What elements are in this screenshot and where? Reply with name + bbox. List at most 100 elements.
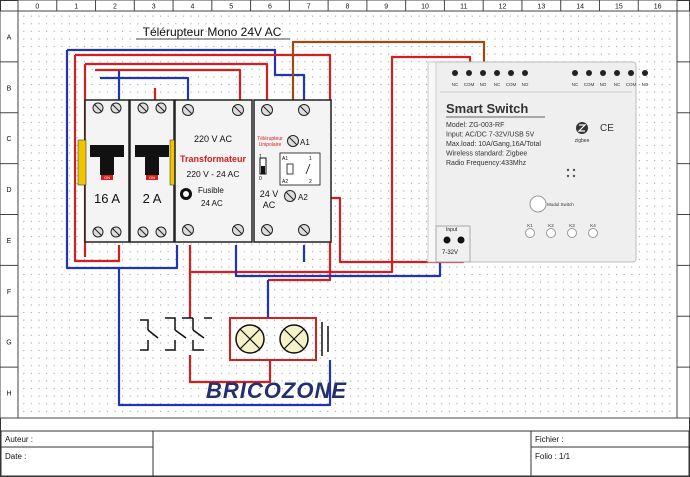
column-label: 2 — [113, 4, 117, 11]
breaker1-rating: 16 A — [94, 191, 120, 206]
wire-red-transfo — [95, 68, 242, 103]
row-label: B — [7, 85, 12, 92]
footer-date: Date : — [5, 452, 26, 461]
input-voltage: 7-32V — [442, 250, 458, 256]
spec-line: Max.load: 10A/Gang,16A/Total — [446, 141, 541, 148]
breaker-16a: ON 16 A — [77, 99, 130, 243]
push-buttons — [140, 317, 212, 351]
breaker-2a: ON 2 A — [129, 99, 179, 243]
transfo-input: 220 V AC — [194, 134, 233, 144]
column-label: 7 — [307, 4, 311, 11]
breaker1-on: ON — [104, 175, 110, 180]
spec-line: Radio Frequency:433Mhz — [446, 160, 527, 167]
relay-contact-1: 1 — [309, 156, 312, 162]
relay-pin-0: 0 — [259, 176, 262, 182]
title-block: Auteur : Date : Fichier : Folio : 1/1 — [0, 430, 690, 477]
column-label: 10 — [421, 4, 429, 11]
terminal-label: COM — [464, 82, 475, 87]
key-label: K4 — [590, 223, 596, 228]
wire-blue-bottom — [117, 268, 332, 407]
column-label: 11 — [460, 4, 467, 11]
row-label: E — [7, 238, 12, 245]
terminal-label: NO — [642, 82, 649, 87]
bricozone-logo: BRICOZONE — [206, 378, 347, 403]
modul-switch-button[interactable] — [529, 195, 547, 213]
relay-type: AC — [263, 200, 276, 210]
row-label: A — [7, 34, 12, 41]
wire-red-lamp — [188, 355, 272, 384]
key-label: K3 — [569, 223, 575, 228]
terminal-label: NO — [600, 82, 607, 87]
relay-a2: A2 — [298, 193, 308, 202]
ce-mark: CE — [600, 123, 614, 134]
wire-red-relay — [85, 62, 269, 103]
diagram-title: Télérupteur Mono 24V AC — [143, 25, 282, 39]
column-label: 4 — [190, 4, 194, 11]
column-label: 12 — [499, 4, 507, 11]
relay-module: Télérupteur Unipolaire A1 1 0 A1 A2 1 2 … — [253, 99, 332, 243]
zigbee-label: zigbee — [575, 138, 590, 144]
wire-blue-outer — [65, 50, 179, 270]
breaker2-on: ON — [149, 175, 155, 180]
wire-blue-transfo — [100, 76, 190, 103]
column-label: 5 — [229, 4, 233, 11]
relay-label-sub: Unipolaire — [259, 142, 282, 148]
terminal-label: NC — [452, 82, 459, 87]
wires — [65, 40, 486, 407]
relay-pin-1: 1 — [259, 154, 262, 160]
wire-red-left — [73, 55, 121, 263]
terminal-label: NC — [494, 82, 501, 87]
smart-switch-title: Smart Switch — [446, 101, 528, 116]
key-button[interactable] — [546, 228, 556, 238]
terminal-label: NO — [480, 82, 487, 87]
input-label: Input — [446, 227, 458, 233]
transfo-fuse: Fusible — [198, 186, 224, 195]
breaker2-rating: 2 A — [143, 191, 162, 206]
column-label: 15 — [615, 4, 623, 11]
transfo-ratio: 220 V - 24 AC — [187, 169, 240, 179]
column-label: 14 — [576, 4, 584, 11]
spec-line: Input: AC/DC 7-32V/USB 5V — [446, 132, 535, 139]
terminal-label: COM — [584, 82, 595, 87]
row-label: F — [7, 289, 11, 296]
column-label: 9 — [384, 4, 388, 11]
column-label: 16 — [654, 4, 662, 11]
footer-fichier: Fichier : — [535, 435, 563, 444]
row-label: G — [6, 340, 11, 347]
terminal-label: NO — [522, 82, 529, 87]
smart-switch-keys: K1 K2 K3 K4 — [525, 223, 598, 238]
relay-voltage: 24 V — [260, 189, 279, 199]
relay-contact-2: 2 — [309, 179, 312, 185]
relay-a1: A1 — [300, 138, 310, 147]
spec-line: Wireless standard: Zigbee — [446, 151, 527, 158]
relay-label-top: Télérupteur — [257, 136, 283, 142]
key-button[interactable] — [525, 228, 535, 238]
column-label: 0 — [35, 4, 39, 11]
footer-auteur: Auteur : — [5, 435, 33, 444]
logo-text: BRICOZONE — [206, 378, 347, 403]
modul-switch-label: Modul Switch — [547, 202, 574, 207]
relay-coil-a1: A1 — [282, 156, 288, 162]
spec-line: Model: ZG-003-RF — [446, 122, 504, 129]
key-button[interactable] — [567, 228, 577, 238]
column-label: 8 — [346, 4, 350, 11]
terminal-label: NC — [614, 82, 621, 87]
lamps — [229, 317, 329, 361]
column-label: 3 — [152, 4, 156, 11]
key-label: K1 — [527, 223, 533, 228]
key-label: K2 — [548, 223, 554, 228]
key-button[interactable] — [588, 228, 598, 238]
column-label: 1 — [74, 4, 78, 11]
column-label: 13 — [537, 4, 545, 11]
transfo-fuse-value: 24 AC — [201, 199, 223, 208]
terminal-label: COM — [506, 82, 517, 87]
wire-blue-top — [67, 48, 306, 103]
row-label: C — [6, 136, 11, 143]
wire-brown — [291, 40, 486, 140]
transformer-module: 220 V AC Transformateur 220 V - 24 AC Fu… — [174, 99, 253, 243]
